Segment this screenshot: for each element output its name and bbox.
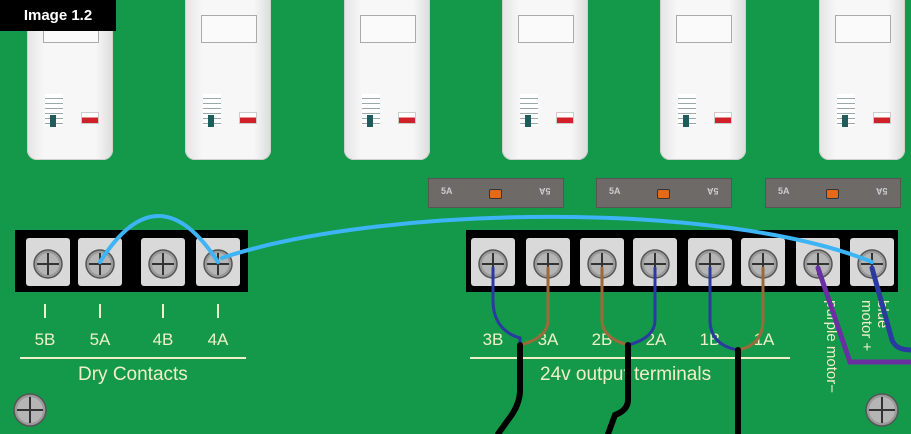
relay-2	[185, 0, 271, 160]
image-label: Image 1.2	[0, 0, 116, 31]
relay-indicator	[714, 112, 732, 124]
terminal-label-4b: 4B	[152, 330, 174, 349]
wire-blue-1b	[708, 266, 740, 352]
mounting-screw-icon	[865, 393, 899, 427]
relay-indicator	[398, 112, 416, 124]
wire-brown-2b	[600, 266, 630, 347]
wire-blue-motor	[869, 265, 911, 353]
relay-scale	[362, 94, 380, 126]
fuse-indicator	[826, 189, 839, 199]
relay-indicator	[81, 112, 99, 124]
tick	[44, 304, 46, 318]
mounting-screw-icon	[13, 393, 47, 427]
divider	[20, 357, 246, 359]
tick	[217, 304, 219, 318]
relay-scale	[520, 94, 538, 126]
relay-switch	[50, 115, 56, 127]
wire-blue-2a	[626, 266, 657, 347]
relay-6	[819, 0, 905, 160]
relay-3	[344, 0, 430, 160]
wire-brown-1a	[736, 266, 765, 352]
relay-switch	[525, 115, 531, 127]
tick	[162, 304, 164, 318]
fuse-indicator	[489, 189, 502, 199]
relay-scale	[203, 94, 221, 126]
dry-contact-3-screw-icon	[148, 249, 178, 279]
relay-window	[835, 15, 891, 43]
relay-window	[360, 15, 416, 43]
wire-blue-3b	[491, 266, 522, 352]
wire-black-3	[495, 342, 523, 434]
relay-window	[518, 15, 574, 43]
relay-window	[676, 15, 732, 43]
wire-black-2	[605, 342, 631, 434]
terminal-label-3b: 3B	[482, 330, 504, 349]
relay-switch	[367, 115, 373, 127]
relay-5	[660, 0, 746, 160]
dry-contacts-title: Dry Contacts	[78, 364, 188, 385]
relay-scale	[837, 94, 855, 126]
output-4-screw-icon	[640, 249, 670, 279]
fuse-label: 5A	[441, 186, 453, 196]
relay-switch	[208, 115, 214, 127]
relay-switch	[683, 115, 689, 127]
relay-indicator	[873, 112, 891, 124]
jumper-wire-4a-motor	[220, 214, 874, 264]
jumper-wire-5a-4a	[98, 214, 220, 264]
relay-window	[201, 15, 257, 43]
relay-4	[502, 0, 588, 160]
terminal-label-1b: 1B	[699, 330, 721, 349]
relay-indicator	[239, 112, 257, 124]
relay-scale	[45, 94, 63, 126]
relay-indicator	[556, 112, 574, 124]
fuse-indicator	[657, 189, 670, 199]
terminal-label-4a: 4A	[207, 330, 229, 349]
fuse-label: 5A	[609, 186, 621, 196]
relay-switch	[842, 115, 848, 127]
terminal-label-5b: 5B	[34, 330, 56, 349]
wire-purple-motor	[815, 265, 911, 365]
tick	[99, 304, 101, 318]
dry-contact-1-screw-icon	[33, 249, 63, 279]
relay-scale	[678, 94, 696, 126]
fuse-label: 5A	[778, 186, 790, 196]
wire-brown-3a	[518, 266, 550, 347]
output-3-screw-icon	[587, 249, 617, 279]
terminal-label-5a: 5A	[89, 330, 111, 349]
